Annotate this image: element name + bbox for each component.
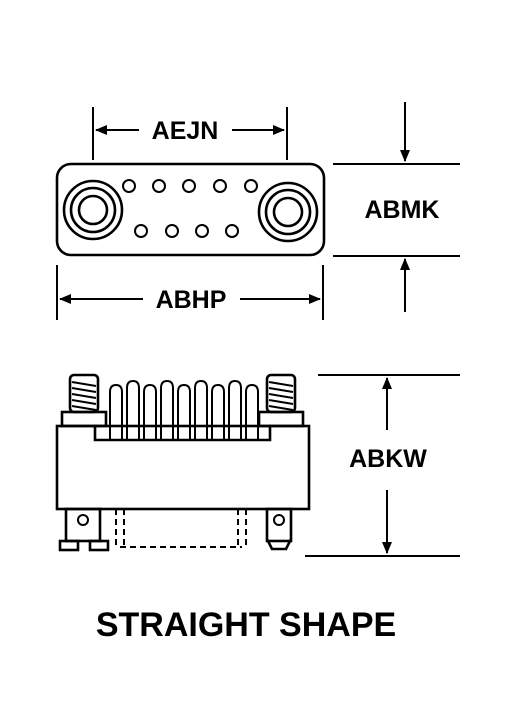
left-mounting-hole xyxy=(62,179,124,241)
side-view: ABKW xyxy=(55,373,460,557)
right-jackscrew xyxy=(257,373,305,428)
dimension-aejn: AEJN xyxy=(92,107,288,160)
pin-row-top xyxy=(122,179,258,193)
hidden-pin-outline xyxy=(115,509,247,548)
connector-body-side xyxy=(55,424,311,511)
dimension-abkw: ABKW xyxy=(305,374,460,557)
left-jackscrew xyxy=(60,373,108,428)
right-mounting-foot xyxy=(265,507,293,551)
drawing-caption: STRAIGHT SHAPE xyxy=(96,606,396,644)
dimension-label-aejn: AEJN xyxy=(152,117,219,145)
left-mounting-foot xyxy=(58,507,110,552)
pin-row-bottom xyxy=(134,224,239,238)
connector-shell-top xyxy=(55,162,326,257)
top-view: AEJN ABHP ABMK xyxy=(55,102,460,320)
right-mounting-hole xyxy=(257,181,319,243)
dimension-abhp: ABHP xyxy=(56,265,324,320)
dimension-abmk: ABMK xyxy=(333,102,460,312)
dimension-label-abmk: ABMK xyxy=(365,196,440,224)
contact-tails xyxy=(109,379,259,440)
dimension-label-abhp: ABHP xyxy=(156,286,227,314)
dimension-label-abkw: ABKW xyxy=(349,445,427,473)
